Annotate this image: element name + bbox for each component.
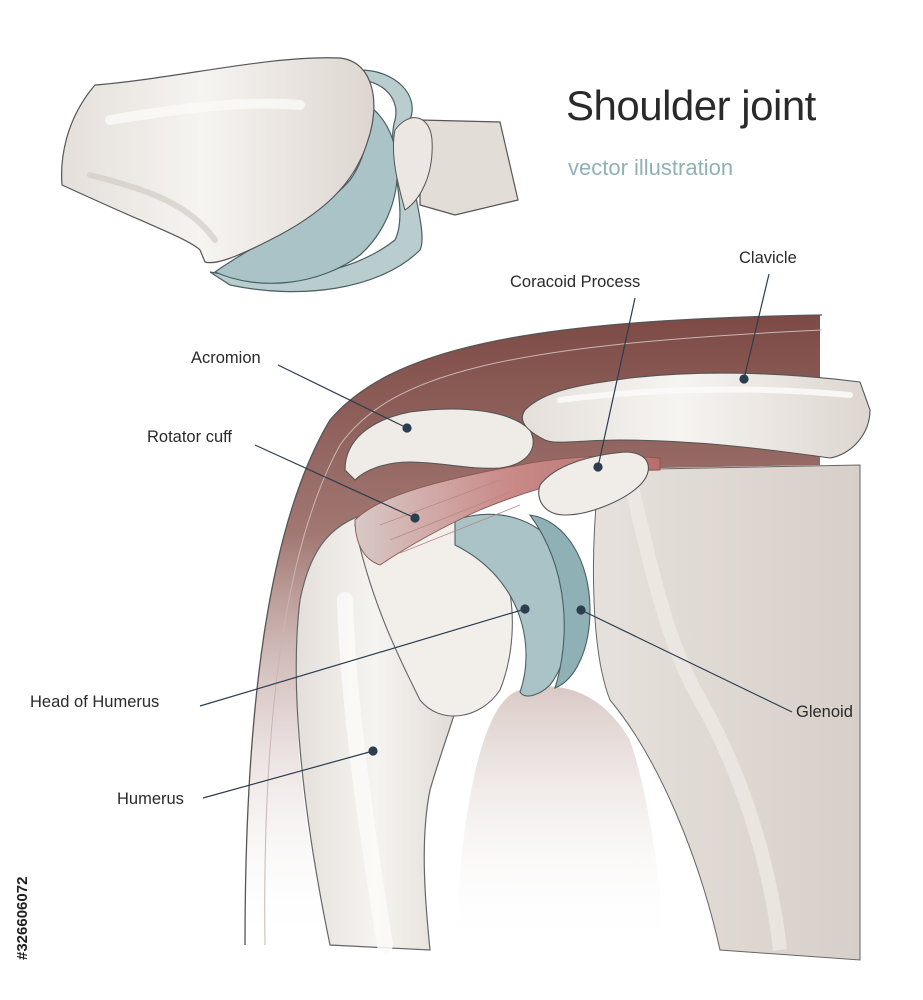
diagram-title: Shoulder joint [566,82,816,129]
leader-dot-glenoid [576,605,586,615]
label-clavicle: Clavicle [739,249,797,267]
glenoid-cartilage [528,514,591,689]
leader-line-acromion [277,364,408,429]
leader-lines [199,273,793,799]
inset-cartilage [213,106,398,284]
leader-line-coracoid [597,297,636,468]
leader-dot-clavicle [739,374,749,384]
deltoid-shading [245,315,820,945]
main-shoulder-illustration [244,314,871,961]
coracoid-bone [538,451,649,516]
leader-dot-head [520,604,530,614]
axilla-shadow [455,686,665,950]
label-humerus: Humerus [117,790,184,808]
leader-line-rotator [254,444,416,519]
label-coracoid-process: Coracoid Process [510,273,641,291]
leader-dot-coracoid [593,462,603,472]
leader-line-head [199,608,526,707]
stock-id-watermark: #326606072 [14,876,31,960]
leader-line-glenoid [580,609,793,713]
inset-scapula-bone [419,119,519,216]
leader-dot-humerus [368,746,378,756]
leader-line-humerus [202,750,374,799]
label-rotator-cuff: Rotator cuff [147,428,232,446]
leader-dot-acromion [402,423,412,433]
leader-line-clavicle [743,273,770,380]
acromion-bone [344,408,534,481]
leader-dot-rotator [410,513,420,523]
label-glenoid: Glenoid [796,703,853,721]
label-head-of-humerus: Head of Humerus [30,693,160,711]
inset-joint-closeup [61,57,519,293]
label-acromion: Acromion [191,349,261,367]
inset-labrum [392,117,433,211]
diagram-subtitle: vector illustration [568,155,734,180]
